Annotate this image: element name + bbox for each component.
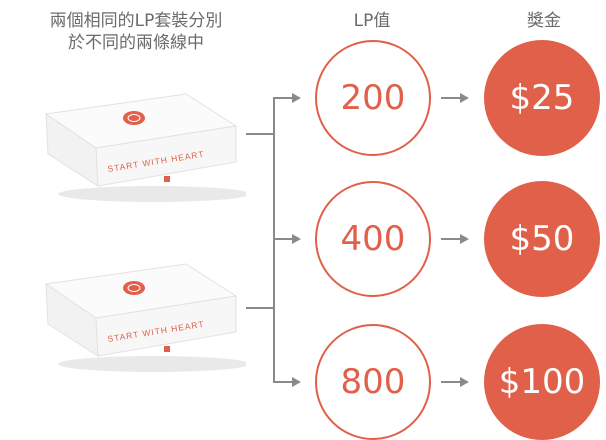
packs-header: 兩個相同的LP套裝分別 於不同的兩條線中 (8, 10, 264, 54)
connector-branch-400 (273, 238, 293, 240)
packs-header-line1: 兩個相同的LP套裝分別 (49, 11, 223, 31)
arrow-shaft (441, 381, 461, 383)
arrow-right-icon (460, 377, 469, 387)
arrow-shaft (441, 97, 461, 99)
connector-pack1-stub (246, 133, 274, 135)
arrow-right-icon (292, 234, 301, 244)
pack-tab (164, 346, 170, 352)
prize-circle-25: $25 (484, 40, 600, 156)
packs-header-line2: 於不同的兩條線中 (68, 33, 204, 53)
arrow-shaft (441, 238, 461, 240)
connector-vertical (273, 97, 275, 383)
lp-pack-bottom-image: START WITH HEART (44, 263, 250, 372)
lp-pack-bottom: START WITH HEART (36, 256, 250, 376)
arrow-right-icon (292, 377, 301, 387)
pack-tab (164, 176, 170, 182)
prize-circle-100: $100 (484, 324, 600, 440)
lp-circle-800: 800 (315, 324, 431, 440)
arrow-right-icon (292, 93, 301, 103)
lp-value-header: LP值 (353, 11, 391, 31)
heart-logo-icon (123, 281, 145, 295)
arrow-right-icon (460, 234, 469, 244)
lp-pack-top-image: START WITH HEART (44, 93, 250, 202)
prize-header: 獎金 (527, 11, 561, 31)
arrow-right-icon (460, 93, 469, 103)
lp-circle-400: 400 (315, 181, 431, 297)
prize-circle-50: $50 (484, 181, 600, 297)
connector-branch-800 (273, 381, 293, 383)
connector-branch-200 (273, 97, 293, 99)
lp-circle-200: 200 (315, 40, 431, 156)
connector-pack2-stub (246, 307, 274, 309)
lp-pack-top: START WITH HEART (36, 86, 250, 206)
heart-logo-icon (123, 111, 145, 125)
